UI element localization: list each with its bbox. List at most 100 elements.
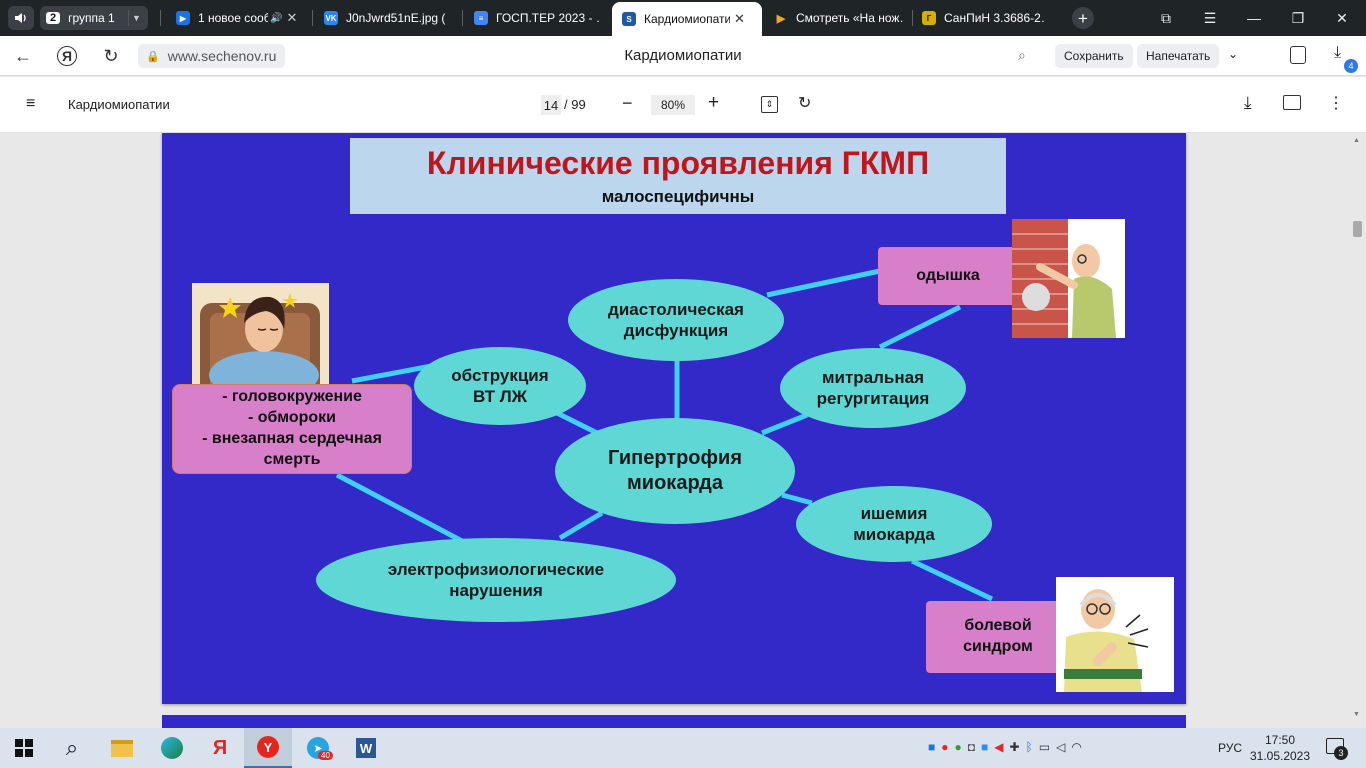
tabs-menu-icon[interactable]: ⧉ [1161, 9, 1171, 26]
tab-document[interactable]: ≡ ГОСП.ТЕР 2023 - … [474, 4, 604, 32]
windows-start-icon[interactable] [0, 728, 48, 768]
dizzy-woman-image [192, 283, 329, 393]
yandex-icon[interactable]: Y [244, 728, 292, 768]
volume-icon[interactable]: ◁ [1056, 740, 1066, 754]
address-bar: ← Я ↻ 🔒 www.sechenov.ru Кардиомиопатии ⌕… [0, 36, 1366, 76]
app-tray-icon[interactable]: ■ [928, 740, 936, 754]
zoom-value[interactable]: 80% [651, 95, 695, 115]
page-total: / 99 [564, 97, 586, 112]
yandex-icon[interactable]: Я [54, 44, 80, 68]
collections-icon[interactable] [1290, 46, 1306, 64]
zoom-tray-icon[interactable]: ■ [981, 740, 989, 754]
pdf-viewer: Клинические проявления ГКМП малоспецифич… [0, 133, 1366, 728]
word-icon[interactable]: W [342, 728, 390, 768]
bluetooth-icon[interactable]: ᛒ [1025, 740, 1033, 754]
tab-title: 1 новое сообщение [198, 11, 268, 25]
zoom-out-icon[interactable]: − [622, 93, 633, 113]
chevron-down-icon[interactable]: ⌄ [1228, 47, 1239, 61]
symptom-1: - головокружение [222, 388, 362, 406]
save-button[interactable]: Сохранить [1055, 44, 1133, 68]
slide-subtitle: малоспецифичны [601, 187, 755, 206]
tab-message[interactable]: ▶ 1 новое сообщение 🔊 ✕ [176, 4, 306, 32]
chevron-down-icon[interactable]: ▼ [128, 10, 144, 26]
center-line1: Гипертрофия [608, 447, 742, 469]
language-indicator[interactable]: РУС [1218, 741, 1243, 755]
video-icon: ▶ [176, 11, 190, 25]
battery-icon[interactable]: ▭ [1038, 740, 1051, 754]
pain-line2: синдром [963, 638, 1033, 655]
tab-group-label: группа 1 [68, 11, 115, 25]
tab-group[interactable]: 2 группа 1 ▼ [40, 6, 148, 30]
telegram-badge: 40 [318, 751, 333, 760]
search-icon[interactable]: ⌕ [1018, 47, 1026, 63]
taskbar: ⌕ Я Y ➤ 40 W ■ ● ● ◘ ■ ◀ ✚ ᛒ ▭ ◁ ◠ РУС 1… [0, 728, 1366, 768]
close-icon[interactable]: ✕ [286, 10, 298, 25]
back-icon[interactable]: ← [14, 45, 32, 66]
file-explorer-icon[interactable] [98, 728, 146, 768]
oval-center: Гипертрофия миокарда [555, 418, 795, 524]
fit-page-icon[interactable]: ⇕ [761, 96, 778, 113]
electro-line2: нарушения [449, 581, 543, 600]
tab-image[interactable]: VK J0nJwrd51nE.jpg (… [324, 4, 454, 32]
new-tab-button[interactable]: + [1072, 7, 1094, 29]
tab-title: ГОСП.ТЕР 2023 - … [496, 11, 600, 25]
print-icon[interactable] [1283, 95, 1301, 110]
hamburger-icon[interactable]: ≡ [26, 95, 36, 112]
more-icon[interactable]: ⋮ [1328, 95, 1344, 112]
tray-icons[interactable]: ■ ● ● ◘ ■ ◀ ✚ ᛒ ▭ ◁ ◠ [928, 740, 1082, 754]
anydesk-tray-icon[interactable]: ◀ [994, 740, 1004, 754]
url-field[interactable]: 🔒 www.sechenov.ru [138, 44, 286, 68]
zoom-in-icon[interactable]: + [708, 92, 720, 113]
tab-video[interactable]: ▶ Смотреть «На нож… [774, 4, 908, 32]
tab-strip: 2 группа 1 ▼ ▶ 1 новое сообщение 🔊 ✕ VK … [0, 0, 1366, 36]
slide-title: Клинические проявления ГКМП [426, 145, 930, 181]
scroll-down-arrow[interactable]: ▼ [1353, 711, 1360, 718]
center-line2: миокарда [627, 472, 723, 494]
close-icon[interactable]: ✕ [734, 11, 745, 26]
downloads-badge: 4 [1344, 59, 1358, 73]
doc-title: Кардиомиопатии [68, 97, 170, 112]
messenger-tray-icon[interactable]: ◘ [967, 740, 975, 754]
network-icon[interactable]: ◠ [1071, 740, 1082, 754]
obstruction-line1: обструкция [451, 365, 549, 385]
page-number-input[interactable]: 14 [541, 95, 561, 115]
yandex-browser-icon[interactable]: Я [212, 736, 228, 759]
symptom-3: - внезапная сердечная [202, 430, 382, 447]
tab-sanpin[interactable]: Г СанПиН 3.3686-2… [922, 4, 1052, 32]
restore-icon[interactable]: ❐ [1291, 9, 1305, 26]
tab-title: Кардиомиопатии [644, 12, 730, 26]
box-dyspnea: одышка [878, 247, 1018, 305]
speaker-icon[interactable] [8, 6, 34, 30]
sechenov-icon: S [622, 12, 636, 26]
speaker-small-icon[interactable]: 🔊 [270, 12, 283, 24]
symptom-4: смерть [263, 450, 321, 468]
print-button[interactable]: Напечатать [1137, 44, 1220, 68]
search-icon[interactable]: ⌕ [65, 735, 79, 760]
breathless-man-image [1012, 219, 1125, 338]
minimize-icon[interactable]: — [1247, 10, 1261, 26]
download-icon[interactable]: ⤓ [1244, 93, 1252, 112]
symptom-2: - обмороки [247, 409, 336, 427]
scroll-up-arrow[interactable]: ▲ [1353, 137, 1360, 144]
scroll-thumb[interactable] [1353, 221, 1362, 237]
edge-icon[interactable] [148, 728, 196, 768]
clock[interactable]: 17:50 31.05.2023 [1248, 732, 1312, 764]
lock-icon: 🔒 [146, 50, 160, 63]
tab-cardiomyopathy[interactable]: S Кардиомиопатии ✕ [612, 2, 762, 36]
play-icon: ▶ [776, 12, 786, 25]
scrollbar[interactable]: ▲ ▼ [1350, 133, 1364, 728]
yandex-tray-icon[interactable]: ● [941, 740, 949, 754]
downloads-icon[interactable]: ⤓ [1334, 44, 1342, 61]
tab-title: СанПиН 3.3686-2… [944, 11, 1046, 25]
telegram-icon[interactable]: ➤ [294, 728, 342, 768]
security-tray-icon[interactable]: ✚ [1009, 740, 1020, 754]
reload-icon[interactable]: ↻ [103, 45, 119, 66]
close-window-icon[interactable]: ✕ [1336, 9, 1348, 26]
torrent-tray-icon[interactable]: ● [954, 740, 962, 754]
rotate-icon[interactable]: ↻ [798, 95, 812, 112]
tab-title: Смотреть «На нож… [796, 11, 904, 25]
menu-icon[interactable]: ☰ [1203, 9, 1217, 26]
